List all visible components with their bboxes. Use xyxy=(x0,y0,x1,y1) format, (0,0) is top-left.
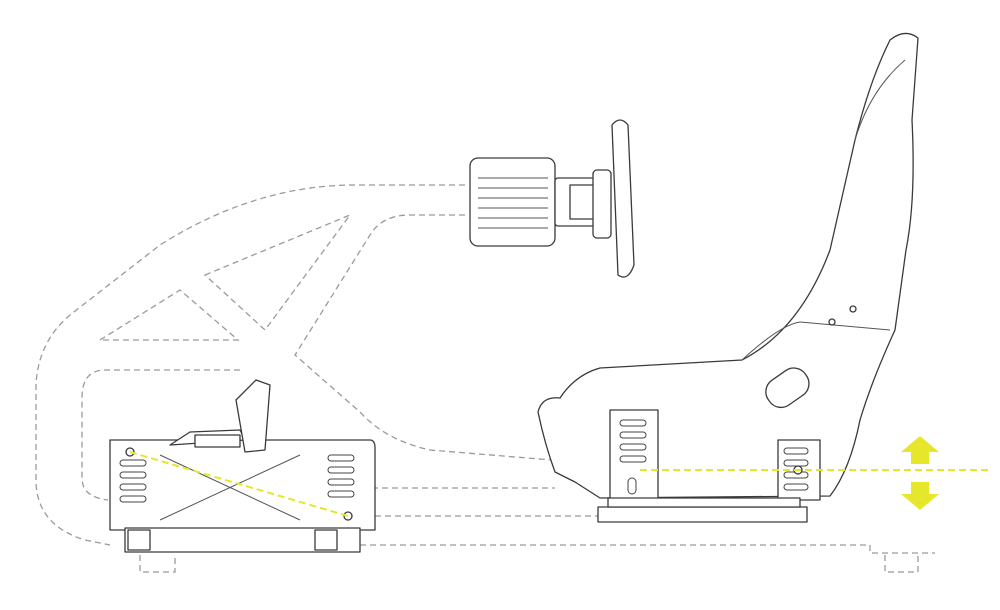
seat-slider-bracket-left xyxy=(609,409,659,501)
adjustment-guide xyxy=(129,451,990,517)
arrow-up-icon xyxy=(901,436,939,464)
pedal-sled xyxy=(109,439,376,553)
seat-base-plate xyxy=(597,506,808,523)
arrow-down-icon xyxy=(901,482,939,510)
cockpit-frame xyxy=(35,184,935,573)
steering-wheel xyxy=(592,119,635,278)
wheel-base xyxy=(469,157,596,247)
pedal-set xyxy=(169,379,271,453)
seat-rail xyxy=(607,497,801,508)
racing-seat xyxy=(537,32,919,501)
